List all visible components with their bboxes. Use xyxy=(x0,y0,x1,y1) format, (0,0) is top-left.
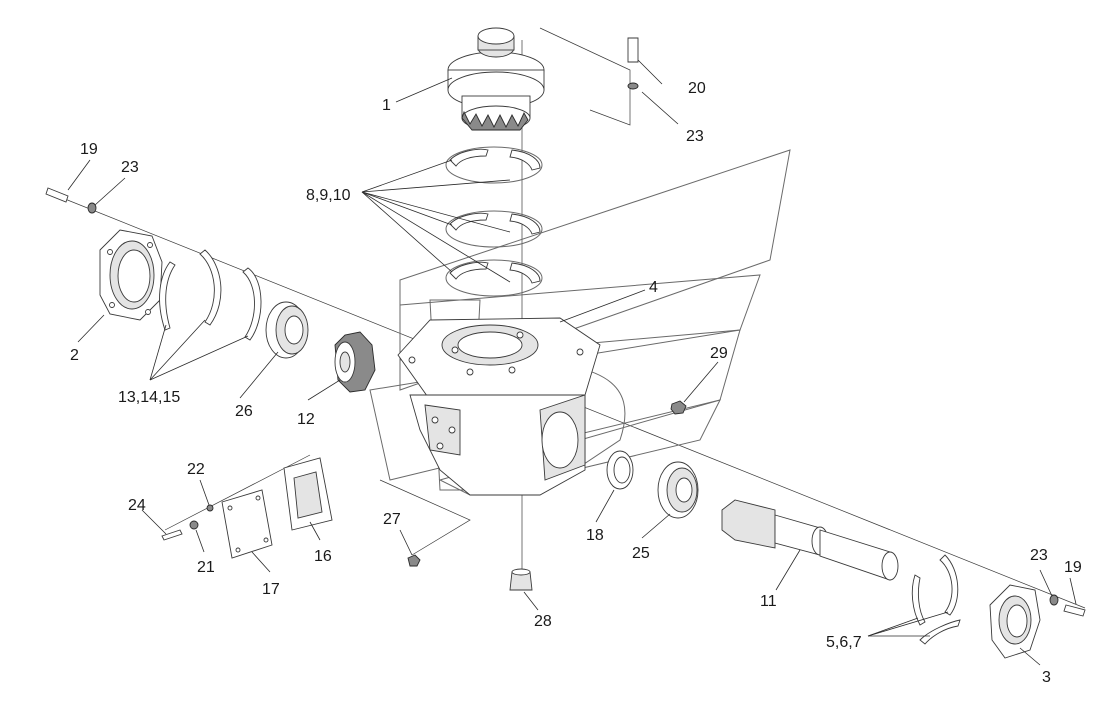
callout-13-14-15: 13,14,15 xyxy=(118,389,180,406)
part-18-seal xyxy=(606,450,634,490)
part-17-cover-plate xyxy=(221,489,273,559)
callout-4: 4 xyxy=(649,279,658,296)
part-2-left-cover xyxy=(99,229,163,321)
callout-24: 24 xyxy=(128,497,146,514)
part-5-6-7-shims xyxy=(911,554,961,645)
part-24-stud xyxy=(161,529,183,541)
callout-12: 12 xyxy=(297,411,315,428)
part-1-gear-hub xyxy=(447,27,545,131)
callout-29: 29 xyxy=(710,345,728,362)
callout-23-top: 23 xyxy=(686,128,704,145)
part-4-housing xyxy=(397,317,601,496)
callout-27: 27 xyxy=(383,511,401,528)
part-11-shaft xyxy=(721,499,899,581)
callout-3: 3 xyxy=(1042,669,1051,686)
callout-1: 1 xyxy=(382,97,391,114)
fasteners xyxy=(45,37,1086,617)
part-19-bolt-left xyxy=(45,187,69,203)
part-20-bolt-top xyxy=(627,37,639,63)
callout-25: 25 xyxy=(632,545,650,562)
part-23-washer-left xyxy=(87,202,97,214)
callout-17: 17 xyxy=(262,581,280,598)
part-27-plug xyxy=(407,554,421,567)
part-25-bearing xyxy=(657,461,699,519)
callout-23-right: 23 xyxy=(1030,547,1048,564)
part-16-gasket xyxy=(283,457,333,531)
callout-11: 11 xyxy=(760,593,777,610)
callout-16: 16 xyxy=(314,548,332,565)
callout-2: 2 xyxy=(70,347,79,364)
callout-22: 22 xyxy=(187,461,205,478)
callout-21: 21 xyxy=(197,559,215,576)
part-29-plug xyxy=(670,400,687,415)
callout-28: 28 xyxy=(534,613,552,630)
part-13-14-15-shims xyxy=(159,249,262,341)
callout-26: 26 xyxy=(235,403,253,420)
callout-5-6-7: 5,6,7 xyxy=(826,634,862,651)
callout-8-9-10: 8,9,10 xyxy=(306,187,351,204)
callout-19-right: 19 xyxy=(1064,559,1082,576)
part-12-bevel-gear xyxy=(334,331,376,393)
callout-18: 18 xyxy=(586,527,604,544)
callout-20: 20 xyxy=(688,80,706,97)
part-23-washer-right xyxy=(1049,594,1059,606)
leader-lines xyxy=(67,59,1077,666)
part-8-9-10-shims xyxy=(445,146,543,297)
part-22-washer xyxy=(206,504,214,512)
callout-19-left: 19 xyxy=(80,141,98,158)
callout-labels: 1 20 23 19 23 8,9,10 4 2 29 13,14,15 26 … xyxy=(70,80,1082,686)
part-23-washer-top xyxy=(627,82,639,90)
part-19-bolt-right xyxy=(1063,604,1086,617)
part-21-nut xyxy=(189,520,199,530)
callout-23-left: 23 xyxy=(121,159,139,176)
part-3-right-cover xyxy=(989,584,1041,659)
part-26-bearing xyxy=(265,301,309,359)
